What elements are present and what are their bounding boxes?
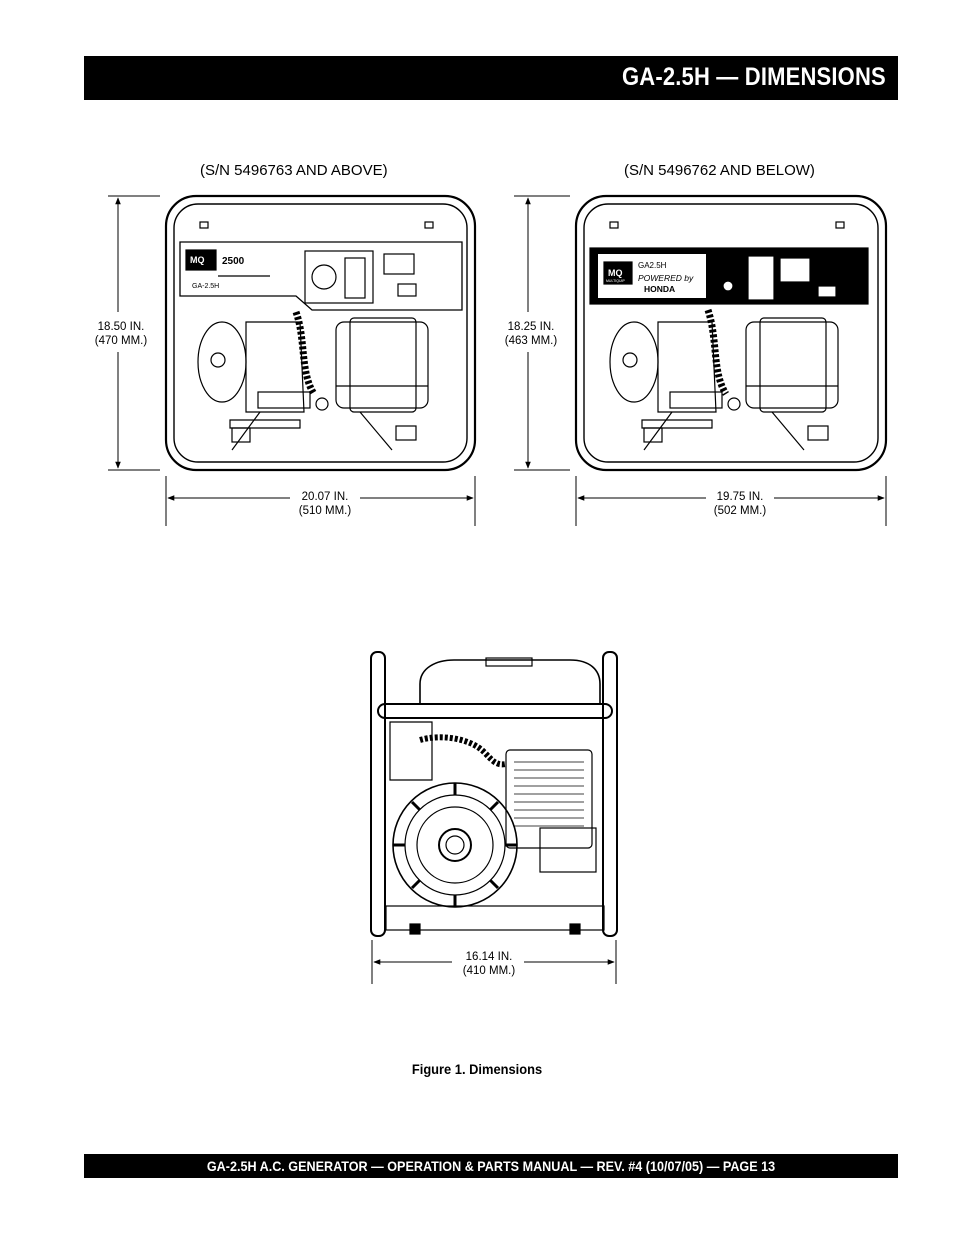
panel-name-above: GA-2.5H [192, 283, 219, 290]
mq-logo-above: MQ [190, 255, 205, 265]
mq-logo-below: MQ [608, 268, 623, 278]
height-label-below: 18.25 IN. (463 MM.) [496, 320, 566, 348]
generator-front-view-above [164, 194, 477, 472]
height-mm-above: (470 MM.) [94, 335, 148, 347]
footer-text: GA-2.5H A.C. GENERATOR — OPERATION & PAR… [206, 1158, 776, 1174]
powered-by-text: POWERED by [638, 273, 694, 283]
page-title: GA-2.5H — DIMENSIONS [622, 63, 886, 91]
width-in-above: 20.07 IN. [301, 491, 349, 503]
logo-sub-below: MULTIQUIP [606, 279, 625, 283]
width-mm-above: (510 MM.) [298, 505, 352, 517]
view-label-below: (S/N 5496762 AND BELOW) [624, 162, 815, 179]
panel-model-above: 2500 [222, 256, 245, 267]
header-bar: GA-2.5H — DIMENSIONS [84, 56, 898, 100]
generator-front-view-below [574, 194, 888, 472]
width-label-side: 16.14 IN. (410 MM.) [453, 950, 525, 978]
height-in-above: 18.50 IN. [97, 321, 145, 333]
width-label-above: 20.07 IN. (510 MM.) [290, 490, 360, 518]
view-label-above: (S/N 5496763 AND ABOVE) [200, 162, 388, 179]
footer-bar: GA-2.5H A.C. GENERATOR — OPERATION & PAR… [84, 1154, 898, 1178]
height-label-above: 18.50 IN. (470 MM.) [86, 320, 156, 348]
brand-text: HONDA [644, 284, 675, 294]
height-in-below: 18.25 IN. [507, 321, 555, 333]
width-mm-side: (410 MM.) [462, 965, 516, 977]
figure-caption: Figure 1. Dimensions [411, 1061, 543, 1077]
width-mm-below: (502 MM.) [713, 505, 767, 517]
generator-side-view [370, 651, 618, 937]
panel-name-below: GA2.5H [638, 261, 667, 270]
height-mm-below: (463 MM.) [504, 335, 558, 347]
logo-sub-above: MULTIQUIP [188, 272, 207, 276]
width-label-below: 19.75 IN. (502 MM.) [705, 490, 775, 518]
width-in-side: 16.14 IN. [465, 951, 513, 963]
width-in-below: 19.75 IN. [716, 491, 764, 503]
